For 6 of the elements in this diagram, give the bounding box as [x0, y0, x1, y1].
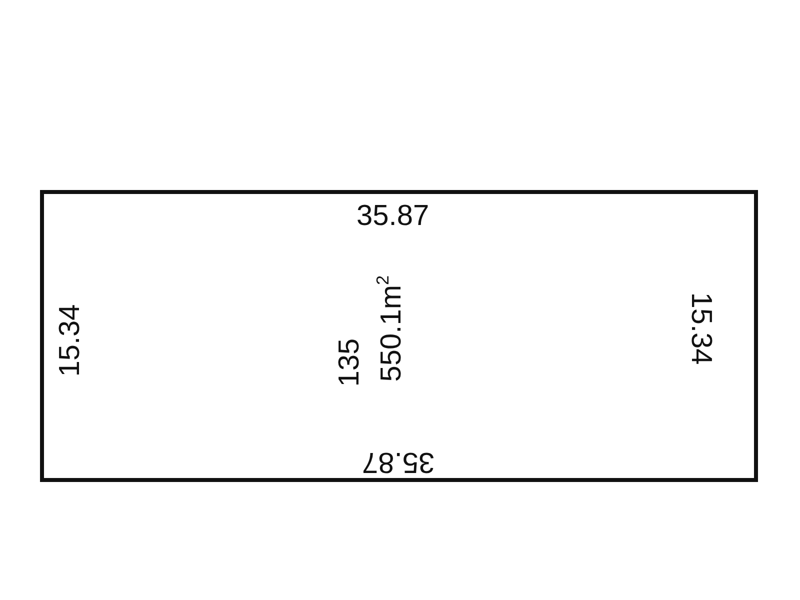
lot-boundary [40, 190, 758, 482]
dimension-label: 15.34 [685, 292, 714, 364]
dimension-label: 35.87 [362, 446, 434, 476]
lot-number: 135 [336, 338, 365, 386]
dimension-label: 35.87 [356, 202, 430, 230]
dimension-label: 15.34 [55, 304, 84, 376]
